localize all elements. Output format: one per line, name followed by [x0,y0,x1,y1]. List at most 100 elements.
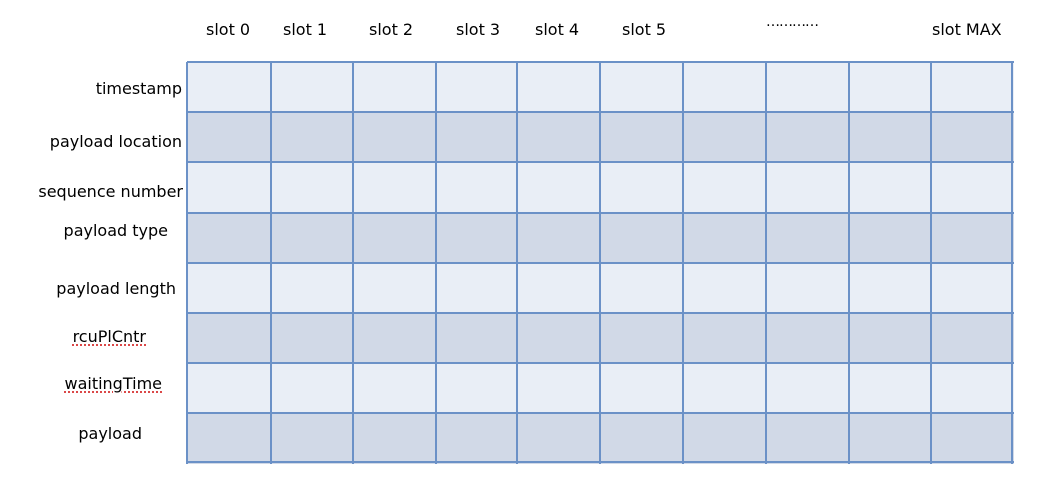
grid-cell [271,363,353,413]
slot-table-grid [186,61,1014,464]
grid-cell [600,313,683,363]
grid-cell [517,62,600,112]
grid-cell [517,112,600,162]
grid-line-vertical [352,62,354,464]
grid-cell [600,413,683,464]
grid-cell [353,263,436,313]
column-header-slot-3: slot 3 [456,20,501,39]
column-header-slot-1: slot 1 [283,20,328,39]
column-header-slot-max: slot MAX [932,20,1002,39]
grid-cell [353,313,436,363]
grid-cell [600,213,683,263]
grid-cell [436,112,517,162]
column-header-ellipsis: ………… [766,14,819,30]
grid-cell [353,413,436,464]
row-label-timestamp: timestamp [95,79,182,98]
grid-line-vertical [516,62,518,464]
grid-cell [436,413,517,464]
row-label-payload-length: payload length [56,279,176,298]
grid-cell [271,263,353,313]
grid-cell [353,62,436,112]
grid-cell [187,313,271,363]
grid-cell [187,363,271,413]
grid-cell [353,363,436,413]
grid-cell [683,413,766,464]
grid-cell [931,62,1014,112]
grid-cell [931,263,1014,313]
grid-line-vertical [765,62,767,464]
grid-line-vertical [270,62,272,464]
grid-cell [436,62,517,112]
grid-cell [517,263,600,313]
grid-cell [436,213,517,263]
row-label-payload-location: payload location [49,132,182,151]
grid-cell [517,363,600,413]
grid-line-vertical [599,62,601,464]
grid-cell [353,162,436,213]
grid-cell [271,313,353,363]
grid-cell [849,313,931,363]
grid-cell [766,313,849,363]
grid-cell [187,62,271,112]
grid-cell [683,62,766,112]
grid-cell [849,413,931,464]
grid-cell [766,413,849,464]
grid-cell [353,112,436,162]
row-label-sequence-number: sequence number [38,182,183,201]
column-header-slot-2: slot 2 [369,20,414,39]
grid-cell [271,213,353,263]
grid-cell [271,413,353,464]
row-label-payload: payload [78,424,142,443]
column-header-slot-0: slot 0 [206,20,251,39]
grid-cell [600,162,683,213]
column-header-slot-5: slot 5 [622,20,667,39]
grid-line-vertical [186,62,188,464]
grid-cell [766,62,849,112]
grid-cell [600,62,683,112]
grid-cell [517,213,600,263]
grid-cell [271,112,353,162]
grid-cell [353,213,436,263]
grid-cell [849,213,931,263]
grid-cell [931,112,1014,162]
grid-cell [187,263,271,313]
grid-cell [187,112,271,162]
grid-cell [517,313,600,363]
row-label-payload-type: payload type [63,221,168,240]
grid-line-vertical [682,62,684,464]
row-label-waiting-time: waitingTime [64,374,162,393]
grid-cell [931,363,1014,413]
grid-cell [683,263,766,313]
grid-cell [931,313,1014,363]
grid-cell [683,112,766,162]
grid-cell [187,213,271,263]
grid-cell [931,213,1014,263]
grid-line-vertical [435,62,437,464]
grid-cell [931,162,1014,213]
grid-cell [517,413,600,464]
grid-cell [766,162,849,213]
grid-cell [187,413,271,464]
grid-cell [683,363,766,413]
grid-cell [517,162,600,213]
grid-cell [766,363,849,413]
grid-line-vertical [1011,62,1013,464]
grid-cell [436,263,517,313]
grid-cell [849,162,931,213]
column-header-slot-4: slot 4 [535,20,580,39]
grid-cell [600,112,683,162]
grid-cell [849,263,931,313]
grid-cell [849,112,931,162]
grid-cell [436,363,517,413]
grid-cell [683,313,766,363]
grid-cell [187,162,271,213]
grid-cell [683,213,766,263]
grid-cell [849,363,931,413]
grid-cell [766,112,849,162]
row-label-rcupl-cntr: rcuPlCntr [72,327,146,346]
grid-cell [931,413,1014,464]
grid-cell [600,363,683,413]
grid-cell [766,213,849,263]
grid-cell [683,162,766,213]
grid-line-vertical [930,62,932,464]
